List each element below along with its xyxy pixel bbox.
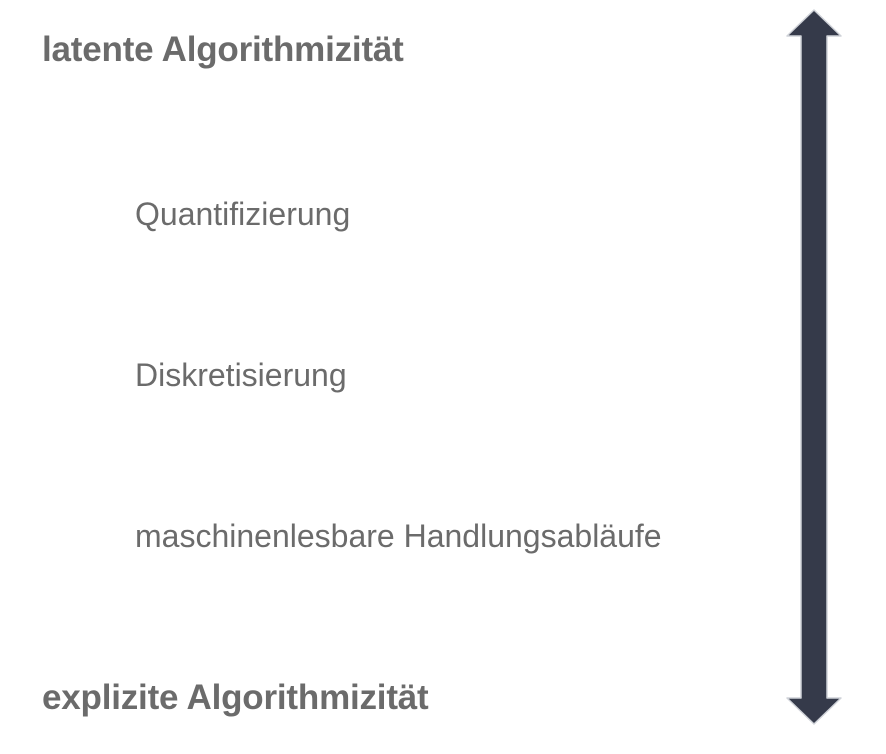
arrow-shape — [786, 9, 842, 725]
step-label-diskretisierung: Diskretisierung — [135, 357, 347, 393]
double-headed-arrow-icon — [786, 9, 842, 725]
top-label-latent: latente Algorithmizität — [42, 30, 404, 69]
bottom-label-explicit: explizite Algorithmizität — [42, 678, 429, 717]
step-label-handlungsablaeufe: maschinenlesbare Handlungsabläufe — [135, 518, 662, 554]
step-label-quantifizierung: Quantifizierung — [135, 196, 351, 232]
